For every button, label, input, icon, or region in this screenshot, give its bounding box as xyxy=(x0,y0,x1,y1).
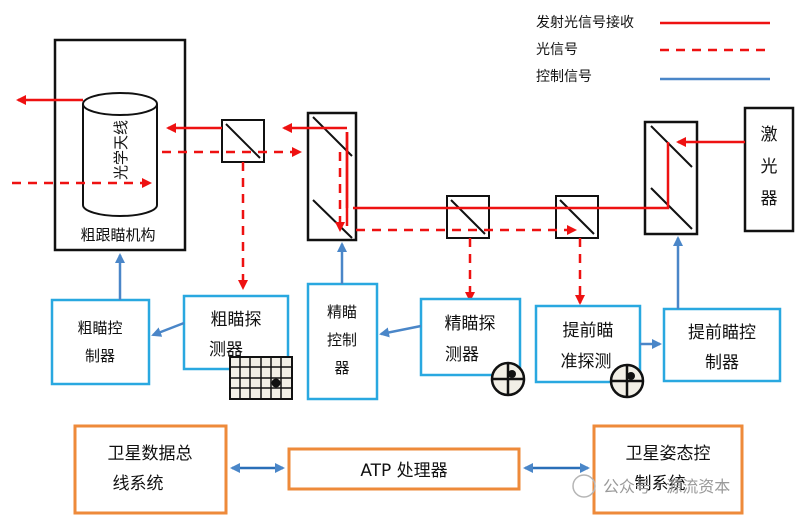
quadrant-detector-icon-1 xyxy=(490,361,526,397)
satellite-bus-line-2: 线系统 xyxy=(113,474,164,494)
watermark-text: 公众号 · 源流资本 xyxy=(603,477,730,496)
attitude-control-system: 卫星姿态控 制系统 xyxy=(592,424,744,515)
beam-splitter-2 xyxy=(446,195,490,239)
receive-optical-path xyxy=(12,147,585,305)
lead-controller-line-2: 制器 xyxy=(705,353,739,373)
atp-processor: ATP 处理器 xyxy=(287,447,521,491)
legend-control-label: 控制信号 xyxy=(536,69,592,85)
coarse-tracking-mechanism: 光学天线 粗跟瞄机构 xyxy=(53,38,187,252)
coarse-controller-line-2: 制器 xyxy=(85,347,115,365)
fine-controller-line-2: 控制 xyxy=(327,331,357,349)
fine-controller-line-3: 器 xyxy=(334,359,349,377)
attitude-control-line-1: 卫星姿态控 xyxy=(626,444,711,464)
lead-controller-line-1: 提前瞄控 xyxy=(688,323,756,343)
optical-antenna: 光学天线 xyxy=(82,92,158,217)
coarse-detector-line-1: 粗瞄探 xyxy=(211,310,262,330)
wechat-icon xyxy=(572,474,596,498)
coarse-controller-line-1: 粗瞄控 xyxy=(77,319,122,337)
coarse-detector-line-2: 测器 xyxy=(209,340,243,360)
legend: 发射光信号接收 光信号 控制信号 xyxy=(536,14,770,85)
lead-ahead-mirror xyxy=(643,120,699,236)
laser-char-1: 激 xyxy=(761,125,778,145)
atp-processor-label: ATP 处理器 xyxy=(360,461,447,481)
satellite-data-bus: 卫星数据总 线系统 xyxy=(73,424,228,515)
laser-char-2: 光 xyxy=(761,157,778,177)
watermark: 公众号 · 源流资本 xyxy=(572,474,730,498)
quadrant-detector-icon-2 xyxy=(609,363,645,399)
lead-detector-line-1: 提前瞄 xyxy=(563,321,614,341)
fine-detector-line-1: 精瞄探 xyxy=(445,314,496,334)
legend-optical-label: 光信号 xyxy=(536,42,578,58)
laser-block: 激 光 器 xyxy=(743,106,795,233)
fine-detector: 精瞄探 测器 xyxy=(419,297,522,377)
legend-signal-rx-label: 发射光信号接收 xyxy=(536,14,634,31)
beam-splitter-1 xyxy=(221,119,265,163)
lead-ahead-controller: 提前瞄控 制器 xyxy=(662,307,782,383)
lead-detector-line-2: 准探测 xyxy=(561,352,612,372)
fine-detector-line-2: 测器 xyxy=(445,345,479,365)
laser-char-3: 器 xyxy=(761,189,778,209)
coarse-mechanism-label: 粗跟瞄机构 xyxy=(80,226,155,244)
fine-steering-mirror xyxy=(306,111,358,242)
beam-splitter-3 xyxy=(555,195,599,239)
ccd-grid-icon xyxy=(229,356,293,400)
satellite-bus-line-1: 卫星数据总 xyxy=(108,444,193,464)
transmit-signal-path xyxy=(16,95,745,226)
antenna-label: 光学天线 xyxy=(112,120,130,180)
fine-controller-line-1: 精瞄 xyxy=(327,303,357,321)
fine-controller: 精瞄 控制 器 xyxy=(306,282,379,401)
coarse-controller: 粗瞄控 制器 xyxy=(50,298,151,386)
control-signal-paths xyxy=(115,236,683,349)
attitude-control-line-2: 制系统 xyxy=(635,474,686,494)
